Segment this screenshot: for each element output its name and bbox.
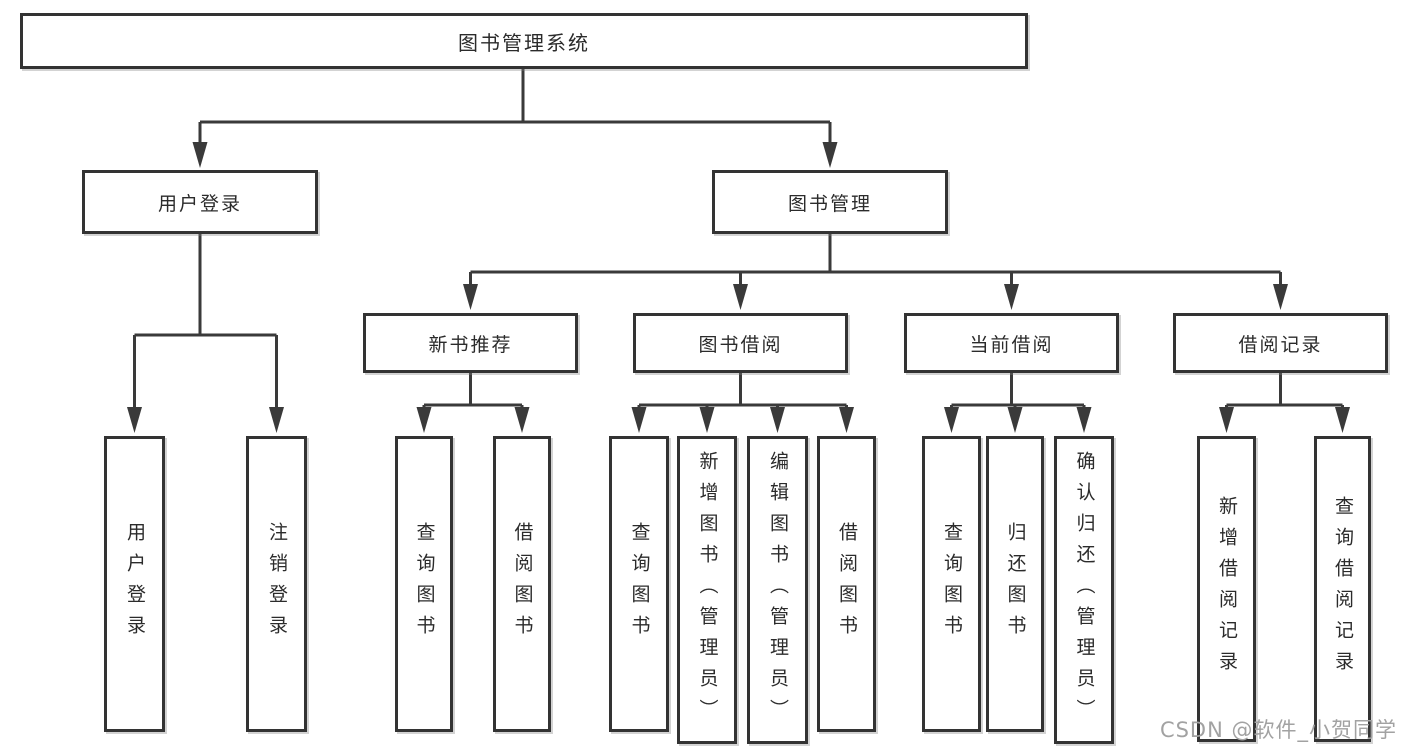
csdn-watermark: CSDN @软件_小贺同学 xyxy=(1159,718,1397,742)
node-library-management-system: 图书管理系统 xyxy=(20,13,1028,69)
leaf-user-login: 用户登录 xyxy=(104,436,165,732)
leaf-query-books-recommend: 查询图书 xyxy=(395,436,453,732)
leaf-borrow-books: 借阅图书 xyxy=(817,436,876,732)
leaf-logout: 注销登录 xyxy=(246,436,307,732)
leaf-confirm-return-admin: 确认归还（管理员） xyxy=(1054,436,1114,744)
node-current-borrowing: 当前借阅 xyxy=(904,313,1119,373)
leaf-query-books-borrowing: 查询图书 xyxy=(609,436,669,732)
leaf-query-borrow-record: 查询借阅记录 xyxy=(1314,436,1371,742)
leaf-return-books: 归还图书 xyxy=(986,436,1044,732)
node-book-management-branch: 图书管理 xyxy=(712,170,948,234)
leaf-add-borrow-record: 新增借阅记录 xyxy=(1197,436,1256,742)
node-user-login-branch: 用户登录 xyxy=(82,170,318,234)
node-borrowing-records: 借阅记录 xyxy=(1173,313,1388,373)
node-book-borrowing: 图书借阅 xyxy=(633,313,848,373)
node-new-book-recommendation: 新书推荐 xyxy=(363,313,578,373)
leaf-query-books-current: 查询图书 xyxy=(922,436,981,732)
leaf-borrow-books-recommend: 借阅图书 xyxy=(493,436,551,732)
leaf-edit-books-admin: 编辑图书（管理员） xyxy=(747,436,808,744)
leaf-add-books-admin: 新增图书（管理员） xyxy=(677,436,737,744)
